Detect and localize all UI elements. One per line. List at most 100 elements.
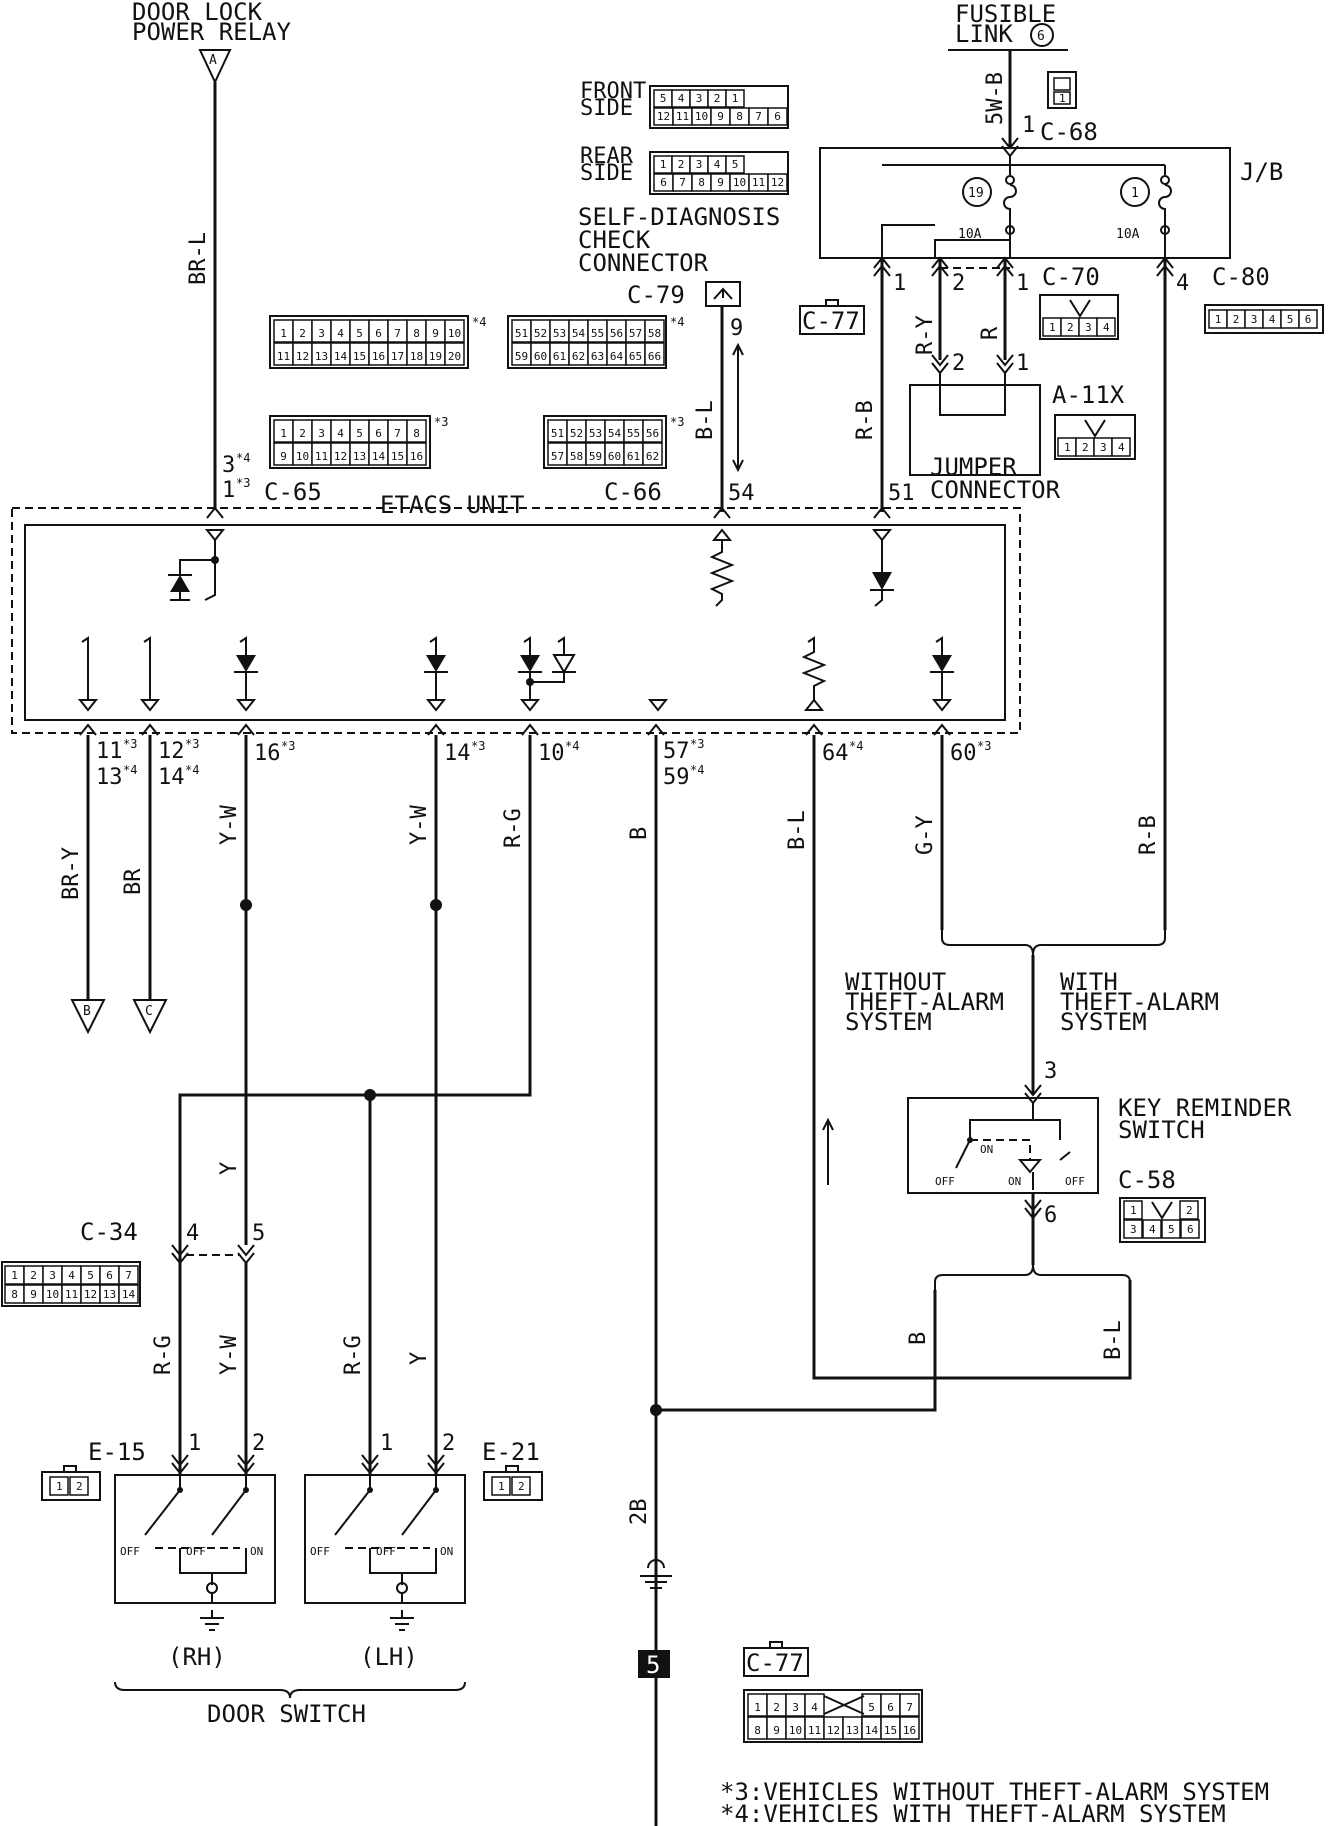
jb-label: J/B [1240, 158, 1283, 186]
connector-pin-label: 53 [553, 327, 566, 340]
lh-on: ON [440, 1545, 453, 1558]
wire-label-bry: BR-Y [59, 847, 84, 900]
pin-60: 60 [950, 741, 977, 766]
connector-pin-label: 11 [65, 1288, 78, 1301]
connector-pin-cell [118, 1265, 139, 1285]
wire-label-b: B [627, 827, 652, 840]
door-switch-rh-box [114, 1474, 276, 1604]
fusible-link-line2: LINK [955, 20, 1013, 48]
connector-pin-label: 12 [771, 176, 784, 189]
pin-jb-2: 2 [952, 271, 965, 296]
connector-pin-label: 1 [660, 158, 667, 171]
svg-text:*4: *4 [472, 315, 486, 329]
fusible-link-number: 6 [1037, 29, 1045, 44]
svg-text:*3: *3 [434, 415, 448, 429]
ground-5 [640, 1559, 672, 1589]
door-switch-rh-label: (RH) [168, 1643, 226, 1671]
svg-text:*4: *4 [123, 763, 137, 777]
jb-box [819, 147, 1231, 259]
wire-bl-64 [812, 735, 1132, 1380]
ground-id: 5 [646, 1651, 660, 1679]
ref-c-triangle [132, 999, 168, 1035]
jb-terminal-2 [931, 256, 949, 277]
etacs-zener-c65 [168, 529, 226, 601]
connector-pin-label: 6 [660, 176, 667, 189]
connector-pin-cell [444, 342, 465, 366]
svg-text:*3: *3 [690, 737, 704, 751]
connector-pin-label: 12 [296, 350, 309, 363]
fuse-1-number: 1 [1131, 186, 1139, 201]
connector-pin-cell [725, 89, 745, 108]
connector-pin-label: 6 [774, 110, 781, 123]
connector-pin-label: 56 [646, 427, 659, 440]
connector-c65-label: C-65 [264, 478, 322, 506]
connector-pin-label: 2 [30, 1269, 37, 1282]
ref-b-triangle [70, 999, 106, 1035]
pin-jb-1: 1 [893, 271, 906, 296]
fuse-19 [1003, 165, 1017, 258]
connector-pin-label: 1 [280, 427, 287, 440]
connector-pin-label: 14 [334, 350, 348, 363]
connector-e15-label: E-15 [88, 1438, 146, 1466]
connector-pin-label: 8 [736, 110, 743, 123]
connector-e21-label: E-21 [482, 1438, 540, 1466]
connector-e15: 1 2 [41, 1465, 101, 1501]
pin-64: 64 [822, 741, 849, 766]
connector-pin-label: 58 [648, 327, 661, 340]
connector-pin-cell [767, 107, 788, 126]
pin-c65-3: 3 [222, 453, 235, 478]
connector-pin-label: 11 [752, 176, 765, 189]
connector-pin-label: 3 [1251, 313, 1258, 326]
connector-pin-label: 4 [811, 1701, 818, 1714]
pin-12: 12 [158, 739, 185, 764]
wire-label-br: BR [121, 868, 146, 895]
connector-c58-label: C-58 [1118, 1166, 1176, 1194]
connector-c68: 1 [1047, 71, 1077, 109]
theft-with-3: SYSTEM [1060, 1008, 1147, 1036]
fuse-1 [1158, 165, 1172, 258]
relay-ref-letter: A [209, 53, 217, 68]
svg-text:4: 4 [1103, 321, 1110, 334]
connector-pin-label: 14 [122, 1288, 136, 1301]
svg-text:2: 2 [76, 1480, 83, 1493]
theft-without-2: THEFT-ALARM [845, 988, 1004, 1016]
svg-text:1: 1 [1130, 1204, 1137, 1217]
connector-pin-label: 7 [125, 1269, 132, 1282]
pin-e15-1: 1 [188, 1431, 201, 1456]
svg-text:1: 1 [56, 1480, 63, 1493]
wire-label-gy: G-Y [913, 815, 938, 855]
connector-pin-cell [644, 342, 665, 366]
fuse-19-circle [962, 177, 992, 207]
wire-label-2b: 2B [627, 1499, 652, 1526]
connector-pin-label: 10 [733, 176, 746, 189]
connector-pin-cell [899, 1693, 920, 1717]
connector-pin-label: 3 [318, 427, 325, 440]
etacs-label: ETACS UNIT [380, 491, 525, 519]
wire-b-kr [656, 1290, 937, 1412]
connector-pin-label: 6 [887, 1701, 894, 1714]
connector-c77-top-label: C-77 [802, 307, 860, 335]
connector-pin-cell [644, 319, 665, 343]
etacs-resistor-54 [709, 528, 735, 607]
connector-pin-label: 11 [676, 110, 689, 123]
pin-11: 11 [96, 739, 123, 764]
connector-pin-label: 16 [903, 1724, 916, 1737]
svg-text:*4: *4 [236, 451, 250, 465]
wire-label-brl: BR-L [186, 232, 211, 285]
connector-pin-label: 5 [356, 427, 363, 440]
jb-bus [882, 156, 1165, 166]
pin-e21-2: 2 [442, 1431, 455, 1456]
connector-pin-cell [406, 419, 427, 443]
pin-jb-1b: 1 [1016, 271, 1029, 296]
jb-terminal-1b [996, 256, 1014, 277]
pin-14: 14 [158, 765, 185, 790]
svg-text:3: 3 [1085, 321, 1092, 334]
connector-pin-label: 59 [589, 450, 602, 463]
door-switch-lh-label: (LH) [360, 1643, 418, 1671]
connector-pin-label: 12 [657, 110, 670, 123]
connector-pin-cell [1298, 309, 1318, 329]
fuse-1-rating: 10A [1116, 227, 1140, 242]
connector-pin-label: 9 [432, 327, 439, 340]
